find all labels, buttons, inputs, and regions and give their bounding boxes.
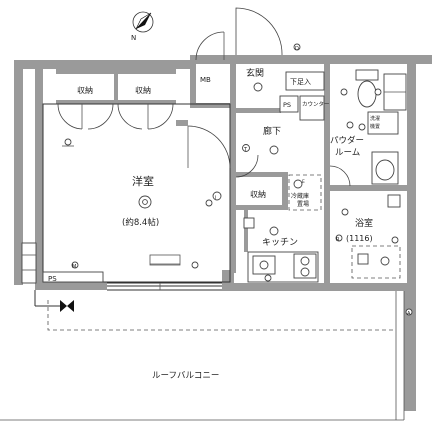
entrance-label: 玄関: [246, 67, 264, 79]
ceiling-light-icon: [138, 195, 152, 209]
hall-storage: 収納: [235, 154, 266, 199]
hallway: 廊下 i T: [187, 125, 281, 201]
toilet-icon: [355, 69, 379, 108]
sink-icon: [371, 151, 399, 185]
room-label-western: 洋室: [132, 174, 154, 188]
meter-box: MB: [195, 31, 225, 84]
marker-r: R: [336, 237, 340, 243]
stove-icon: [293, 253, 317, 279]
bathroom-label: 浴室: [355, 217, 373, 229]
storage-hall-label: 収納: [250, 189, 266, 199]
outlet-icon: [64, 138, 72, 146]
bathroom: 浴室 (1116) R: [335, 194, 401, 279]
hallway-label: 廊下: [263, 125, 281, 137]
storage-left-label: 収納: [77, 85, 93, 95]
marker-m: M: [72, 264, 76, 270]
western-room: 洋室 (約8.4帖) 収納 収納 M PS: [42, 85, 231, 291]
roof-balcony: ルーフバルコニー A: [0, 290, 413, 421]
compass-label: N: [131, 34, 136, 42]
powder-room-label-1: パウダー: [330, 135, 364, 146]
compass-icon: N: [131, 11, 154, 42]
outlet-icon: [205, 199, 213, 207]
marker-e: E: [302, 179, 305, 185]
kitchen-label: キッチン: [262, 237, 298, 248]
drain-icon: [60, 300, 74, 312]
walls: [14, 55, 432, 411]
mb-label: MB: [200, 76, 211, 84]
fridge-label-2: 置場: [297, 200, 309, 208]
light-icon: [269, 226, 279, 236]
marker-t: T: [243, 147, 248, 153]
marker-a: A: [407, 311, 411, 317]
fridge-label-1: 冷蔵庫: [291, 192, 309, 200]
powder-room: パウダー ルーム 洗濯 機置: [329, 69, 407, 187]
storage-right-label: 収納: [135, 85, 151, 95]
light-icon: [253, 82, 263, 92]
shoe-box-label: 下足入: [290, 78, 311, 86]
ps-entry-label: PS: [283, 101, 291, 109]
marker-i: i: [215, 195, 216, 201]
wm-label-2: 機置: [370, 123, 380, 130]
wm-label-1: 洗濯: [370, 115, 380, 122]
powder-room-label-2: ルーム: [335, 148, 360, 158]
fridge-space: E 冷蔵庫 置場: [288, 174, 322, 211]
ps-room-label: PS: [48, 275, 57, 283]
vent-icon: [21, 242, 37, 284]
room-size-western: (約8.4帖): [122, 217, 159, 228]
counter-label: カウンター: [302, 100, 330, 108]
bathroom-size: (1116): [346, 234, 373, 243]
outlet-icon: [71, 261, 79, 269]
front-door: D: [235, 7, 301, 56]
kitchen: キッチン: [243, 217, 319, 283]
entrance: 玄関 下足入 PS カウンター: [246, 67, 330, 121]
light-icon: [269, 145, 279, 155]
outlet-icon: [191, 261, 199, 269]
marker-d: D: [295, 46, 299, 52]
balcony-label: ルーフバルコニー: [152, 371, 219, 381]
